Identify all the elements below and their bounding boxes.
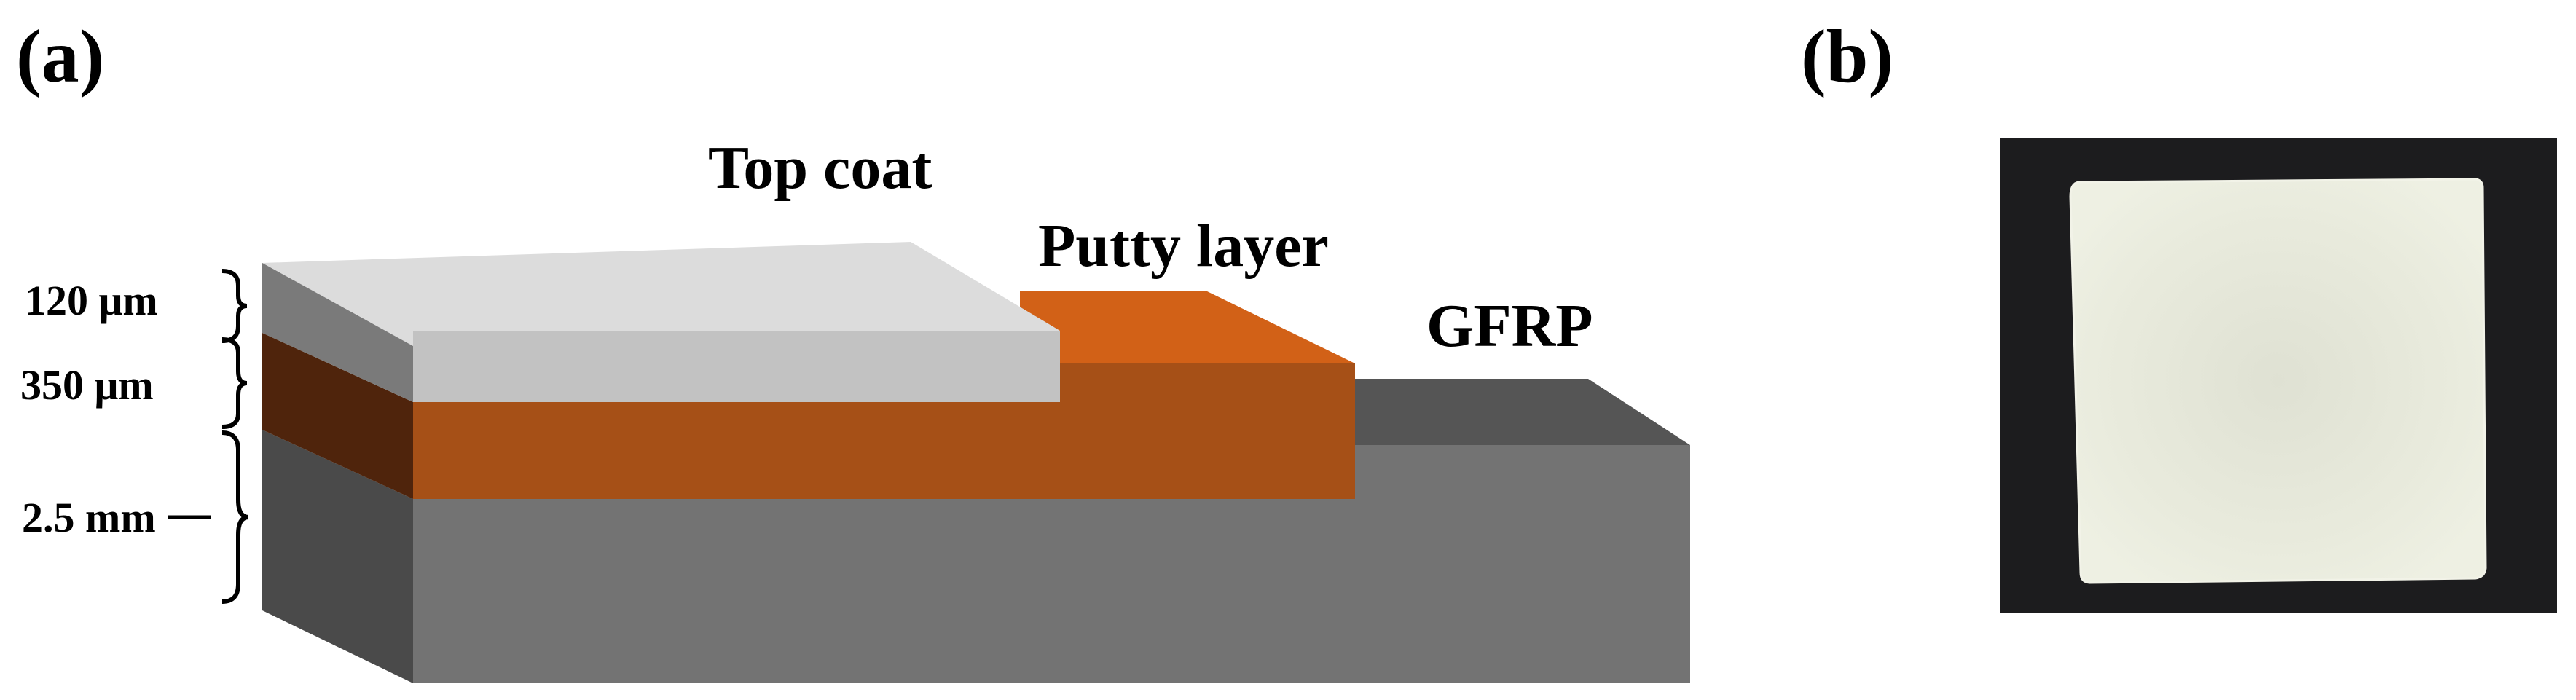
panel-a: (a) Top coat Putty layer GFRP <box>16 15 1690 683</box>
gfrp-label: GFRP <box>1426 292 1593 360</box>
gfrp-side-face <box>262 430 413 683</box>
dim-label-top-coat: 120 μm <box>25 277 158 324</box>
brace-putty <box>221 337 248 429</box>
putty-top-face <box>1020 291 1355 363</box>
putty-layer <box>262 291 1355 499</box>
dim-label-gfrp: 2.5 mm <box>22 494 156 541</box>
dim-label-putty: 350 μm <box>20 361 154 409</box>
panel-b: (b) <box>1801 15 2557 613</box>
sample-specimen <box>2069 178 2487 584</box>
panel-b-label: (b) <box>1801 15 1893 98</box>
gfrp-top-face <box>1355 379 1690 445</box>
brace-top-coat <box>221 269 248 343</box>
top-coat-label: Top coat <box>708 134 932 202</box>
brace-gfrp <box>221 430 249 604</box>
gfrp-front-upper <box>1350 445 1690 499</box>
dimension-braces <box>221 269 249 604</box>
top-coat-top-face <box>262 242 1060 346</box>
top-coat-layer <box>262 242 1060 402</box>
putty-layer-label: Putty layer <box>1038 212 1329 280</box>
panel-a-label: (a) <box>16 15 104 98</box>
putty-front-upper <box>1060 363 1355 402</box>
putty-side-face <box>262 333 413 499</box>
top-coat-side-face <box>262 263 413 402</box>
top-coat-front-face <box>413 331 1060 402</box>
